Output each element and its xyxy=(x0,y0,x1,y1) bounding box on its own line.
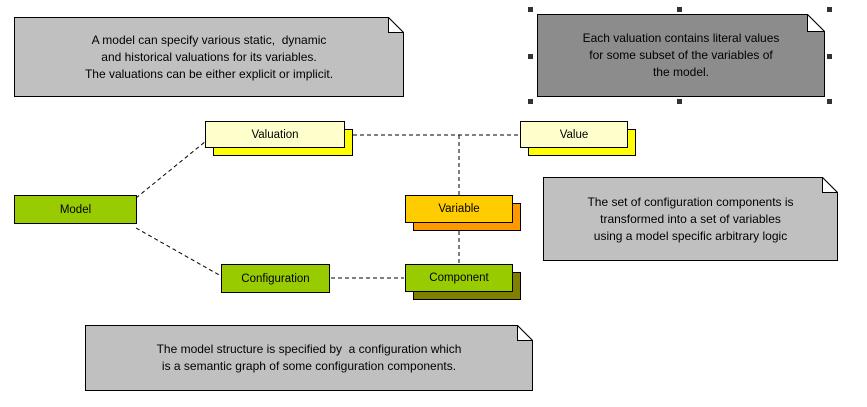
class-component[interactable]: Component xyxy=(405,264,521,300)
note-text: A model can specify various static, dyna… xyxy=(84,32,334,81)
connector-model-configuration[interactable] xyxy=(135,227,222,277)
class-label: Value xyxy=(559,128,589,141)
selection-handle-top-middle[interactable] xyxy=(677,7,682,12)
selection-handle-bottom-middle[interactable] xyxy=(677,99,682,104)
note-text: The model structure is specified by a co… xyxy=(156,342,462,373)
note-shape xyxy=(543,177,838,261)
note-fold-corner-icon xyxy=(517,325,533,341)
note-body xyxy=(537,14,825,97)
selection-handle-middle-right[interactable] xyxy=(827,54,832,59)
connector-model-valuation[interactable] xyxy=(135,140,207,199)
note-model-valuations[interactable]: A model can specify various static, dyna… xyxy=(14,17,404,97)
note-shape xyxy=(14,17,404,97)
class-label: Valuation xyxy=(251,128,299,141)
class-label: Model xyxy=(59,203,92,216)
note-valuation-literal-values[interactable]: Each valuation contains literal values f… xyxy=(537,14,825,97)
note-body xyxy=(85,325,533,391)
note-fold-corner-icon xyxy=(807,14,825,32)
note-body xyxy=(14,17,404,97)
note-configuration-transform[interactable]: The set of configuration components is t… xyxy=(543,177,838,261)
note-model-structure[interactable]: The model structure is specified by a co… xyxy=(85,325,533,391)
note-body xyxy=(543,177,838,261)
class-model[interactable]: Model xyxy=(14,195,137,224)
class-value[interactable]: Value xyxy=(520,121,636,156)
note-shape xyxy=(85,325,533,391)
selection-handle-middle-left[interactable] xyxy=(528,54,533,59)
class-label: Variable xyxy=(438,203,480,215)
class-label: Configuration xyxy=(241,272,310,285)
class-valuation[interactable]: Valuation xyxy=(205,121,353,156)
note-text: Each valuation contains literal values f… xyxy=(582,31,780,79)
selection-handle-top-right[interactable] xyxy=(827,7,832,12)
note-text: The set of configuration components is t… xyxy=(587,194,794,243)
note-fold-corner-icon xyxy=(822,177,838,193)
class-variable[interactable]: Variable xyxy=(405,195,521,231)
selection-handle-bottom-right[interactable] xyxy=(827,99,832,104)
class-configuration[interactable]: Configuration xyxy=(221,264,330,293)
selection-handle-bottom-left[interactable] xyxy=(528,99,533,104)
class-label: Component xyxy=(429,272,489,284)
note-fold-corner-icon xyxy=(388,17,404,33)
selection-handle-top-left[interactable] xyxy=(528,7,533,12)
note-shape xyxy=(537,14,825,97)
